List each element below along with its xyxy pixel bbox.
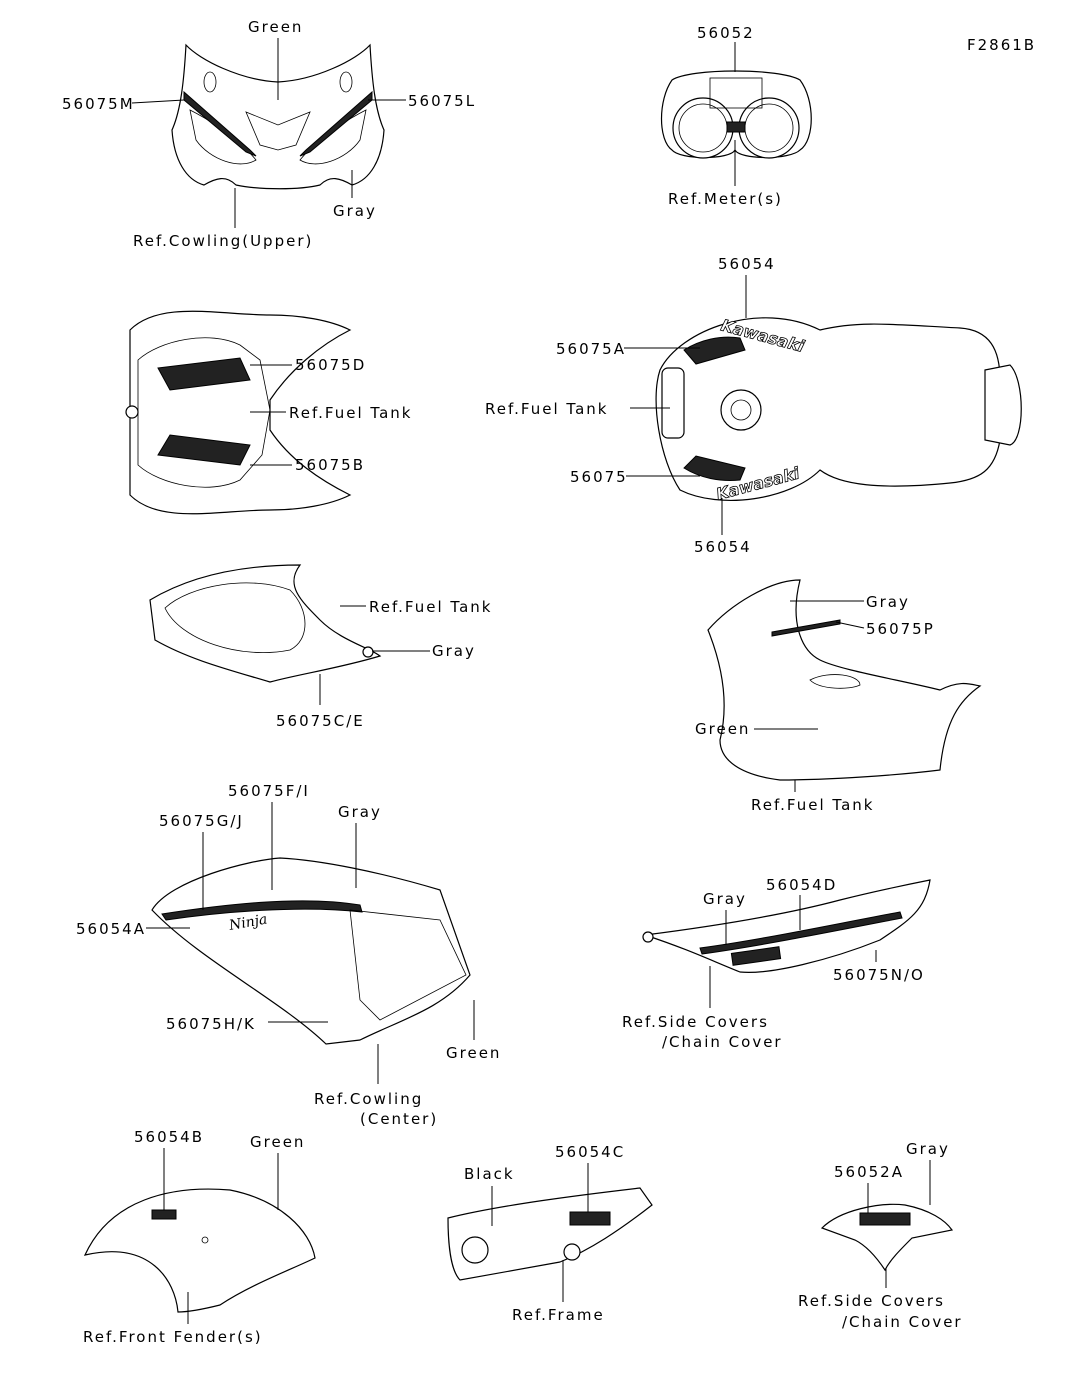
label-gray: Gray [333, 202, 377, 220]
reference-label: Ref.Front Fender(s) [83, 1328, 263, 1346]
part-number: 56075N/O [833, 966, 925, 984]
fuel-tank-rear-part [707, 579, 982, 781]
part-number: 56075F/I [228, 782, 310, 800]
label-green: Green [248, 18, 304, 36]
reference-label: Ref.Fuel Tank [751, 796, 875, 814]
reference-label: Ref.Side Covers [622, 1013, 769, 1031]
frame-plate-part [447, 1187, 653, 1281]
label-gray: Gray [866, 593, 910, 611]
part-number: 56054D [766, 876, 838, 894]
fuel-tank-top-part [125, 310, 352, 515]
label-gray: Gray [906, 1140, 950, 1158]
part-number: 56075 [570, 468, 628, 486]
diagram-code: F2861B [967, 36, 1037, 54]
reference-label: /Chain Cover [842, 1313, 963, 1331]
reference-label: Ref.Fuel Tank [485, 400, 609, 418]
reference-label: Ref.Fuel Tank [289, 404, 413, 422]
reference-label: Ref.Fuel Tank [369, 598, 493, 616]
part-number: 56075C/E [276, 712, 365, 730]
reference-label: Ref.Cowling(Upper) [133, 232, 314, 250]
part-number: 56075D [295, 356, 367, 374]
label-green: Green [695, 720, 751, 738]
upper-cowling-part [171, 43, 385, 190]
label-black: Black [464, 1165, 515, 1183]
side-covers-part [642, 879, 931, 973]
part-number: 56075B [295, 456, 366, 474]
part-number: 56075L [408, 92, 477, 110]
reference-label: Ref.Frame [512, 1306, 605, 1324]
part-number: 56075A [556, 340, 626, 358]
part-number: 56054C [555, 1143, 626, 1161]
label-gray: Gray [703, 890, 747, 908]
part-number: 56054 [718, 255, 776, 273]
reference-label: Ref.Cowling [314, 1090, 424, 1108]
part-number: 56052 [697, 24, 755, 42]
reference-label: Ref.Side Covers [798, 1292, 945, 1310]
part-number: 56052A [834, 1163, 904, 1181]
part-number: 56075M [62, 95, 135, 113]
part-number: 56054B [134, 1128, 205, 1146]
label-green: Green [446, 1044, 502, 1062]
leader-lines [131, 38, 931, 1324]
center-cowling-part: Ninja [151, 857, 471, 1045]
part-number: 56075G/J [159, 812, 244, 830]
part-number: 56075P [866, 620, 935, 638]
label-gray: Gray [338, 803, 382, 821]
fuel-tank-side-part [149, 564, 382, 683]
reference-label: /Chain Cover [662, 1033, 783, 1051]
part-number: 56054 [694, 538, 752, 556]
reference-label: (Center) [360, 1110, 439, 1128]
front-fender-part [83, 1188, 316, 1313]
meter-part [660, 70, 812, 159]
ninja-logo: Ninja [227, 912, 269, 935]
reference-label: Ref.Meter(s) [668, 190, 783, 208]
label-green: Green [250, 1133, 306, 1151]
part-number: 56054A [76, 920, 146, 938]
label-gray: Gray [432, 642, 476, 660]
part-number: 56075H/K [166, 1015, 256, 1033]
rear-cover-part [820, 1203, 954, 1272]
fuel-tank-part: Kawasaki Kawasaki [655, 315, 1022, 504]
